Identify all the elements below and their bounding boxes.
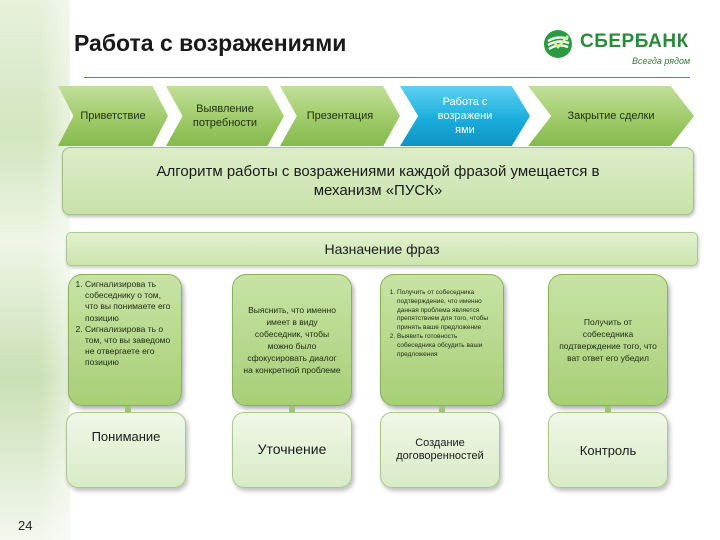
- logo-wordmark: СБЕРБАНК: [580, 31, 689, 52]
- purpose-card-control: Получить от собеседника подтверждение то…: [548, 274, 668, 406]
- stage-label: Понимание: [91, 429, 161, 444]
- process-step-needs: Выявление потребности: [166, 86, 284, 146]
- process-step-label: Закрытие сделки: [567, 110, 655, 122]
- purpose-card-agreements: Получить от собеседника подтверждение, ч…: [380, 274, 504, 406]
- card-connector: [289, 406, 295, 413]
- purpose-list: Сигнализирова ть собеседнику о том, что …: [69, 279, 179, 369]
- stage-card-agreements: Создание договоренностей: [380, 412, 500, 488]
- stage-label: Уточнение: [257, 441, 327, 457]
- purpose-text: Получить от собеседника подтверждение то…: [559, 317, 657, 363]
- purpose-list: Получить от собеседника подтверждение, ч…: [381, 289, 499, 359]
- purpose-card-clarification: Выяснить, что именно имеет в виду собесе…: [232, 274, 352, 406]
- card-connector: [439, 406, 445, 413]
- logo-tagline: Всегда рядом: [632, 56, 691, 66]
- process-step-objections-active: Работа с возражени ями: [400, 86, 530, 146]
- purpose-header: Назначение фраз: [66, 232, 698, 266]
- card-connector: [125, 406, 131, 413]
- sberbank-logo: СБЕРБАНК Всегда рядом: [542, 26, 702, 70]
- process-step-label: Выявление потребности: [192, 103, 258, 129]
- card-connector: [605, 406, 611, 413]
- stage-label: Создание договоренностей: [396, 437, 484, 462]
- process-step-greeting: Приветствие: [58, 86, 168, 146]
- sberbank-logo-icon: [544, 30, 572, 58]
- slide-title: Работа с возражениями: [74, 30, 347, 56]
- purpose-list-item: Сигнализирова ть о том, что вы заведомо …: [85, 324, 175, 369]
- process-step-label: Презентация: [306, 110, 374, 122]
- page-number: 24: [18, 518, 33, 533]
- stage-card-control: Контроль: [548, 412, 668, 488]
- algorithm-text-line1: Алгоритм работы с возражениями каждой фр…: [156, 163, 600, 180]
- stage-card-understanding: Понимание: [66, 412, 186, 488]
- process-step-closing: Закрытие сделки: [528, 86, 694, 146]
- purpose-list-item: Сигнализирова ть собеседнику о том, что …: [85, 279, 175, 324]
- purpose-card-understanding: Сигнализирова ть собеседнику о том, что …: [68, 274, 182, 406]
- purpose-list-item: Выявить готовность собеседника обсудить …: [397, 333, 495, 359]
- title-divider: [84, 77, 690, 78]
- purpose-list-item: Получить от собеседника подтверждение, ч…: [397, 289, 495, 333]
- process-step-label: Приветствие: [80, 110, 146, 122]
- process-step-presentation: Презентация: [280, 86, 400, 146]
- stage-card-clarification: Уточнение: [232, 412, 352, 488]
- stage-label: Контроль: [579, 443, 637, 458]
- process-step-label: Работа с возражени ями: [437, 96, 493, 136]
- algorithm-text-line2: механизм «ПУСК»: [313, 182, 443, 199]
- algorithm-summary-box: Алгоритм работы с возражениями каждой фр…: [62, 147, 694, 215]
- purpose-text: Выяснить, что именно имеет в виду собесе…: [243, 305, 341, 375]
